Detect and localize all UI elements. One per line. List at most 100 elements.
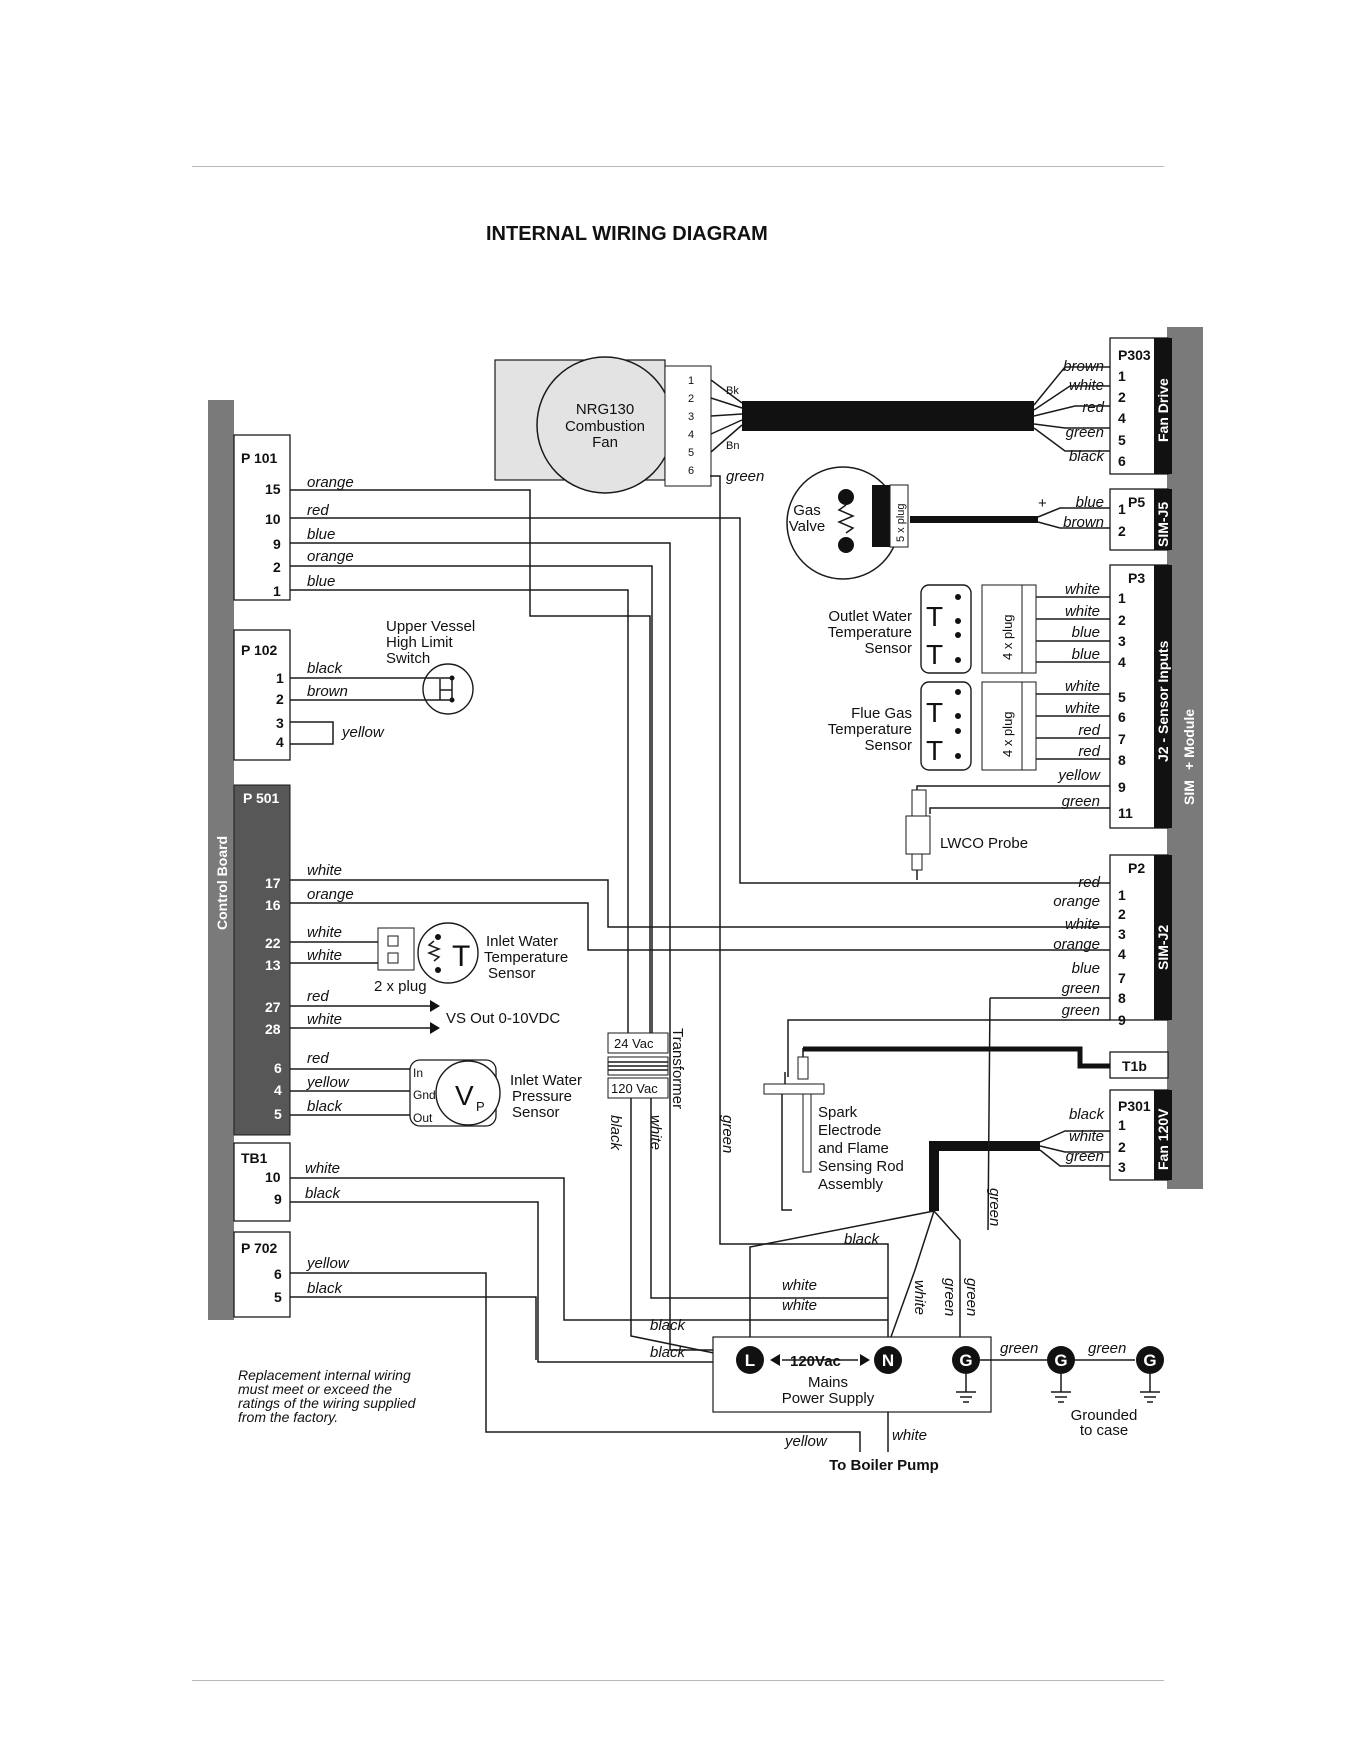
- gas-valve: Gas Valve 5 x plug: [786, 466, 909, 580]
- inlet-temp-plug-label: 2 x plug: [374, 978, 427, 995]
- wire-label: green: [719, 1115, 736, 1153]
- outlet-sensor-label: Outlet Water: [828, 608, 912, 625]
- wire-label: green: [1000, 1340, 1038, 1357]
- wire-label: green: [1062, 1002, 1100, 1019]
- wire-label: green: [726, 468, 764, 485]
- p2-pin: 2: [1118, 906, 1126, 922]
- p101-pin: 1: [273, 583, 281, 599]
- ground-g-label: G: [1054, 1351, 1067, 1370]
- wire-label: red: [1078, 743, 1100, 760]
- wire-label: yellow: [306, 1255, 350, 1272]
- sim-label: SIM: [1181, 780, 1197, 805]
- wire-label: green: [941, 1278, 958, 1316]
- p5-pin: 1: [1118, 501, 1126, 517]
- mains-l-label: L: [745, 1351, 755, 1370]
- wire-label: red: [307, 502, 329, 519]
- p501-pin: 6: [274, 1060, 282, 1076]
- mains-label: Power Supply: [782, 1390, 875, 1407]
- p101-pins: 15 10 9 2 1: [265, 481, 281, 599]
- p3-side-label: J2 - Sensor Inputs: [1155, 640, 1171, 762]
- wire-label: yellow: [1057, 767, 1101, 784]
- high-limit-switch: Upper Vessel High Limit Switch: [386, 618, 475, 715]
- mains-voltage: 120Vac: [790, 1353, 841, 1370]
- p501-pin: 28: [265, 1021, 281, 1037]
- mains-g-label: G: [959, 1351, 972, 1370]
- wire-label: white: [911, 1280, 928, 1315]
- tb1-label: TB1: [241, 1150, 268, 1166]
- p301-side-label: Fan 120V: [1155, 1108, 1171, 1170]
- wire-label: white: [1065, 700, 1100, 717]
- spark-label: Electrode: [818, 1122, 881, 1139]
- p501-connector: [233, 784, 291, 1136]
- fan-label: Combustion: [565, 418, 645, 435]
- p2-label: P2: [1128, 860, 1145, 876]
- tb1-pin: 9: [274, 1191, 282, 1207]
- p5-label: P5: [1128, 494, 1145, 510]
- wire-label: green: [1088, 1340, 1126, 1357]
- p101-pin: 9: [273, 536, 281, 552]
- outlet-plug-label: 4 x plug: [1000, 614, 1015, 660]
- gas-valve-plug-label: 5 x plug: [895, 503, 907, 542]
- pressure-vp-icon: V: [455, 1080, 474, 1111]
- p303-pin: 4: [1118, 410, 1126, 426]
- sensor-t-icon: T: [926, 601, 943, 632]
- outlet-sensor-label: Sensor: [864, 640, 912, 657]
- transformer: 24 Vac 120 Vac Transformer black white: [607, 1028, 686, 1152]
- wire-label: red: [1078, 722, 1100, 739]
- wire-label: brown: [1063, 514, 1104, 531]
- pressure-pin-out: Out: [413, 1111, 433, 1125]
- p501-label: P 501: [243, 790, 280, 806]
- inlet-pressure-sensor: V P In Gnd Out Inlet Water Pressure Sens…: [409, 1059, 582, 1127]
- sim-module-label: + Module: [1181, 709, 1197, 770]
- wire-label: blue: [307, 573, 335, 590]
- p2-pin: 1: [1118, 887, 1126, 903]
- p501-pin: 5: [274, 1106, 282, 1122]
- wire-label: green: [1066, 1148, 1104, 1165]
- p2-pins: 1 2 3 4 7 8 9: [1118, 887, 1126, 1028]
- grounded-label: to case: [1080, 1422, 1128, 1439]
- flue-sensor-label: Flue Gas: [851, 705, 912, 722]
- wire-label: white: [1065, 603, 1100, 620]
- wire-label: red: [307, 1050, 329, 1067]
- p101-label: P 101: [241, 450, 278, 466]
- vs-out-label: VS Out 0-10VDC: [446, 1010, 560, 1027]
- wire-label: white: [307, 947, 342, 964]
- lwco-probe: LWCO Probe: [905, 789, 1028, 880]
- spark-label: Assembly: [818, 1176, 884, 1193]
- p5-side-label: SIM-J5: [1155, 502, 1171, 547]
- p102-pin: 3: [276, 715, 284, 731]
- p303-pin: 6: [1118, 453, 1126, 469]
- flue-gas-temperature-sensor: T T 4 x plug Flue Gas Temperature Sensor: [828, 681, 1037, 771]
- mains-node-l: [736, 1346, 764, 1374]
- p2-pin: 8: [1118, 990, 1126, 1006]
- outlet-temperature-sensor: T T 4 x plug Outlet Water Temperature Se…: [828, 584, 1037, 674]
- p2-pin: 3: [1118, 926, 1126, 942]
- p102-pins: 1 2 3 4: [276, 670, 284, 750]
- wire-label: green: [963, 1278, 980, 1316]
- pressure-sensor-label: Pressure: [512, 1088, 572, 1105]
- wire-label: white: [1069, 1128, 1104, 1145]
- p102-label: P 102: [241, 642, 278, 658]
- wire-label: blue: [1072, 960, 1100, 977]
- p303-pin: 2: [1118, 389, 1126, 405]
- plus-sign: +: [1038, 495, 1047, 512]
- wire-label: white: [307, 924, 342, 941]
- high-limit-label: Switch: [386, 650, 430, 667]
- p501-pin: 16: [265, 897, 281, 913]
- p2-side-label: SIM-J2: [1155, 925, 1171, 970]
- mains-n-label: N: [882, 1351, 894, 1370]
- pressure-pin-in: In: [413, 1066, 423, 1080]
- pressure-vp-icon: P: [476, 1099, 485, 1114]
- p3-pin: 11: [1118, 805, 1133, 821]
- wire-label: green: [1062, 980, 1100, 997]
- p3-wire-labels: white white blue blue white white red re…: [1057, 581, 1101, 810]
- note-line: ratings of the wiring supplied: [238, 1395, 417, 1411]
- p501-wire-labels: white orange white white red white red y…: [306, 862, 354, 1115]
- wire-label: black: [844, 1231, 881, 1248]
- grounded-label: Grounded: [1071, 1407, 1138, 1424]
- ground-terminal: G: [1047, 1346, 1075, 1403]
- transformer-label: Transformer: [669, 1028, 686, 1109]
- page-title: INTERNAL WIRING DIAGRAM: [486, 223, 768, 245]
- wire-label: blue: [1072, 624, 1100, 641]
